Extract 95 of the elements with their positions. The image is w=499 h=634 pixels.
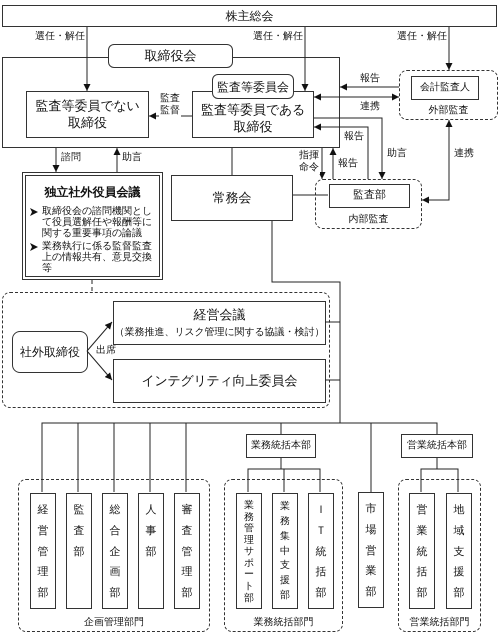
node-title: インテグリティ向上委員会: [142, 372, 298, 390]
org-box: [411, 76, 479, 100]
group-label: 営業統括部門: [408, 617, 470, 629]
department-box: [358, 492, 384, 608]
connector-line: [436, 458, 458, 492]
connector-arrow: [330, 148, 336, 180]
vertical-label: 営業統括部: [416, 503, 428, 602]
vertical-label: 経営管理部: [38, 503, 48, 602]
node-title: 社外取締役: [20, 344, 80, 361]
vertical-label: 審査管理部: [182, 502, 192, 602]
bullet-text: 取締役会の諮問機関として役員選解任や報酬等に関する重要事項の論議: [42, 206, 153, 239]
connector-arrow: [86, 322, 112, 352]
vertical-label: 市場営業部: [366, 502, 376, 600]
group-heading: 取締役会: [108, 44, 233, 68]
edge-label: 報告: [337, 158, 359, 170]
department-box: [409, 493, 435, 609]
node-title: 営業統括本部: [407, 440, 467, 452]
connector-arrow: [314, 124, 368, 180]
department-box: [272, 493, 298, 609]
org-box: [113, 359, 326, 403]
group-label: 業務統括部門: [252, 617, 314, 629]
connector-arrow: [422, 120, 452, 204]
group-label: 企画管理部門: [83, 617, 145, 629]
edge-label: 指揮命令: [298, 150, 320, 174]
org-box: [113, 301, 326, 345]
edge-label: 諮問: [60, 152, 82, 164]
connector-arrow: [114, 148, 120, 172]
edge-label: 選任・解任: [35, 31, 85, 43]
dashed-group: [18, 479, 210, 632]
connector-line: [292, 194, 328, 196]
edge-label: 報告: [359, 73, 381, 85]
org-box: [401, 434, 473, 458]
department-box: [174, 493, 200, 609]
node-title: 監査等委員である取締役: [200, 102, 306, 135]
org-box: [192, 91, 314, 138]
org-box: [171, 175, 293, 221]
vertical-label: 地域支援部: [454, 503, 464, 602]
org-box: [246, 434, 316, 458]
dashed-group: [315, 179, 422, 229]
connector-arrow: [314, 118, 386, 180]
council-box: [22, 172, 163, 280]
department-box: [236, 493, 262, 609]
node-title: 会計監査人: [420, 82, 470, 94]
dashed-group: [398, 479, 481, 632]
vertical-label: 業務管理サポート部: [244, 500, 254, 606]
department-box: [446, 493, 472, 609]
node-title: 独立社外役員会議: [44, 185, 140, 199]
connector-arrow: [314, 94, 400, 100]
vertical-label: 監査部: [74, 503, 84, 560]
node-subtitle: （業務推進、リスク管理に関する協議・検討）: [114, 326, 324, 340]
edge-label: 助言: [121, 152, 143, 164]
edge-label: 助言: [386, 148, 408, 160]
edge-label: 出席: [95, 345, 117, 357]
node-title: 経営会議: [194, 306, 246, 323]
dashed-group: [399, 70, 498, 120]
edge-label: 連携: [359, 101, 381, 113]
department-box: [308, 493, 334, 609]
edge-label: 報告: [343, 131, 365, 143]
connector-arrow: [86, 350, 112, 380]
department-box: [30, 493, 56, 609]
department-box: [102, 493, 128, 609]
vertical-label: ＩＴ統括部: [316, 503, 326, 602]
dashed-group: [224, 479, 343, 632]
edge-label: 連携: [453, 148, 475, 160]
org-box: [329, 184, 410, 208]
committee-tag: [212, 74, 294, 99]
edge-label: 選任・解任: [253, 31, 303, 43]
org-box: [26, 91, 149, 138]
vertical-label: 人事部: [146, 503, 156, 560]
node-title: 業務統括本部: [251, 440, 311, 452]
connector-arrow: [52, 148, 60, 172]
rounded-box: [12, 331, 88, 373]
vertical-label: 業務集中支援部: [280, 500, 290, 604]
vertical-label: 総合企画部: [110, 503, 120, 602]
department-box: [138, 493, 164, 609]
connector-arrow: [340, 84, 400, 90]
group-label: 外部監査: [428, 105, 470, 117]
connector-arrow: [84, 26, 90, 92]
dashed-group: [2, 292, 330, 408]
node-title: 株主総会: [226, 8, 274, 25]
node-title: 監査部: [353, 189, 386, 203]
header-bar: [2, 5, 497, 27]
group-label: 内部監査: [348, 214, 390, 226]
connector-arrow: [318, 148, 326, 180]
edge-label: 監査監督: [159, 93, 181, 117]
node-title: 監査等委員会: [217, 78, 289, 96]
node-title: 監査等委員でない取締役: [34, 98, 140, 131]
node-title: 常務会: [212, 190, 252, 206]
connector-arrow: [148, 112, 192, 120]
connector-arrow: [302, 26, 308, 92]
connector-arrow: [446, 26, 452, 70]
bullet-text: 業務執行に係る監督監査上の情報共有、意見交換等: [42, 241, 153, 274]
edge-label: 選任・解任: [397, 31, 447, 43]
connector-line: [280, 458, 320, 492]
department-box: [66, 493, 92, 609]
